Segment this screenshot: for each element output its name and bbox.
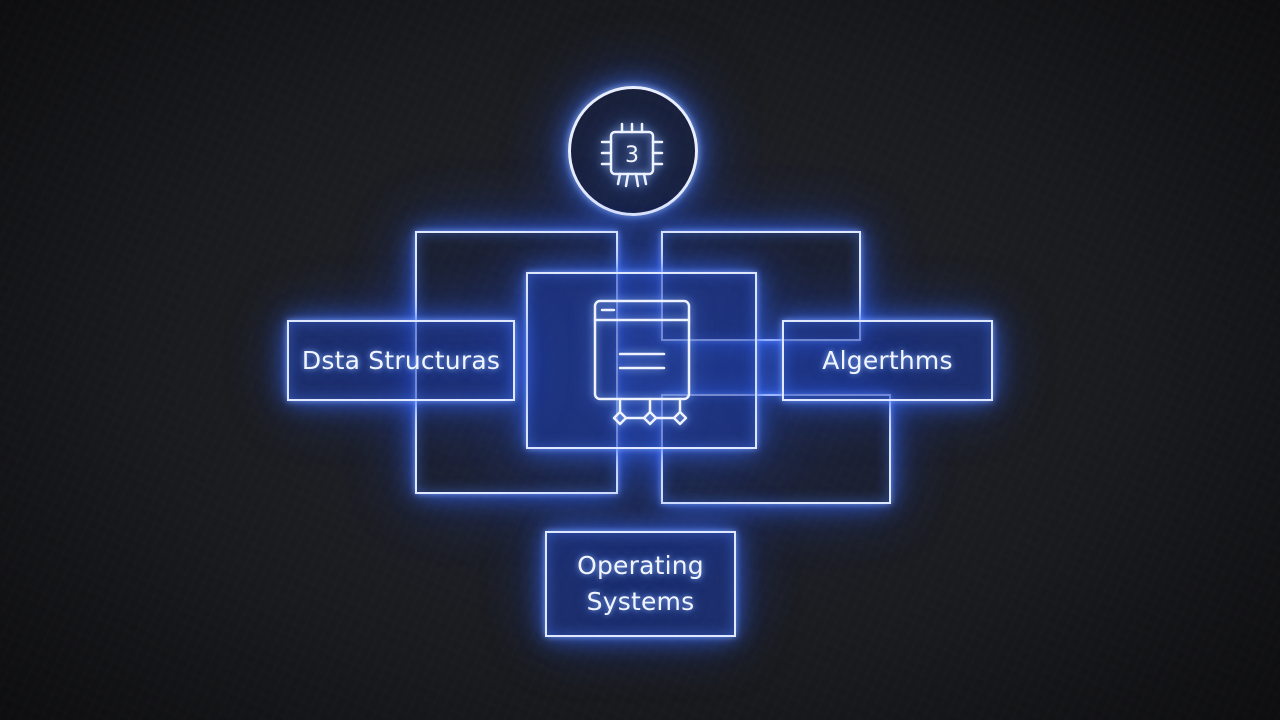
- operating-systems-line1: Operating: [577, 551, 704, 580]
- data-structures-node: [287, 320, 515, 401]
- operating-systems-label: Operating Systems: [545, 531, 736, 637]
- operating-systems-line2: Systems: [586, 587, 695, 616]
- algorithms-label: Algerthms: [822, 345, 953, 375]
- operating-systems-node: [545, 531, 736, 637]
- window-icon: [593, 299, 691, 426]
- algorithms-node: [782, 320, 993, 401]
- chip-icon: 3: [600, 122, 664, 188]
- data-structures-label: Dsta Structuras: [301, 345, 501, 375]
- chip-node: [568, 86, 698, 216]
- chip-glyph: 3: [625, 143, 639, 168]
